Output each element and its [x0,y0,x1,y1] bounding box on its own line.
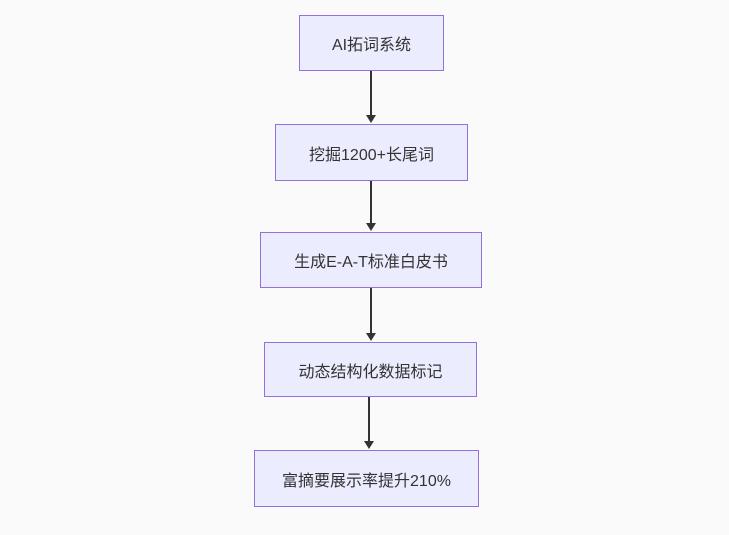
arrowhead-down-icon [364,441,374,449]
connector-arrow-2 [366,181,376,231]
flow-node-structured-data-markup: 动态结构化数据标记 [264,342,477,397]
arrow-line [370,181,372,223]
flow-node-label: AI拓词系统 [331,37,412,54]
arrow-line [370,288,372,333]
flow-node-ai-word-system: AI拓词系统 [299,15,444,71]
flow-node-label: 动态结构化数据标记 [298,363,443,381]
flow-node-label: 挖掘1200+长尾词 [309,146,434,164]
arrow-line [370,71,372,115]
arrowhead-down-icon [366,223,376,231]
flow-node-label: 富摘要展示率提升210% [282,472,451,490]
flow-node-eat-whitepaper: 生成E-A-T标准白皮书 [260,232,482,288]
arrowhead-down-icon [366,333,376,341]
connector-arrow-1 [366,71,376,123]
arrowhead-down-icon [366,115,376,123]
flow-node-rich-snippet-result: 富摘要展示率提升210% [254,450,479,507]
flow-node-label: 生成E-A-T标准白皮书 [294,254,448,271]
connector-arrow-4 [364,397,374,449]
flow-node-longtail-mining: 挖掘1200+长尾词 [275,124,468,181]
arrow-line [368,397,370,441]
connector-arrow-3 [366,288,376,341]
